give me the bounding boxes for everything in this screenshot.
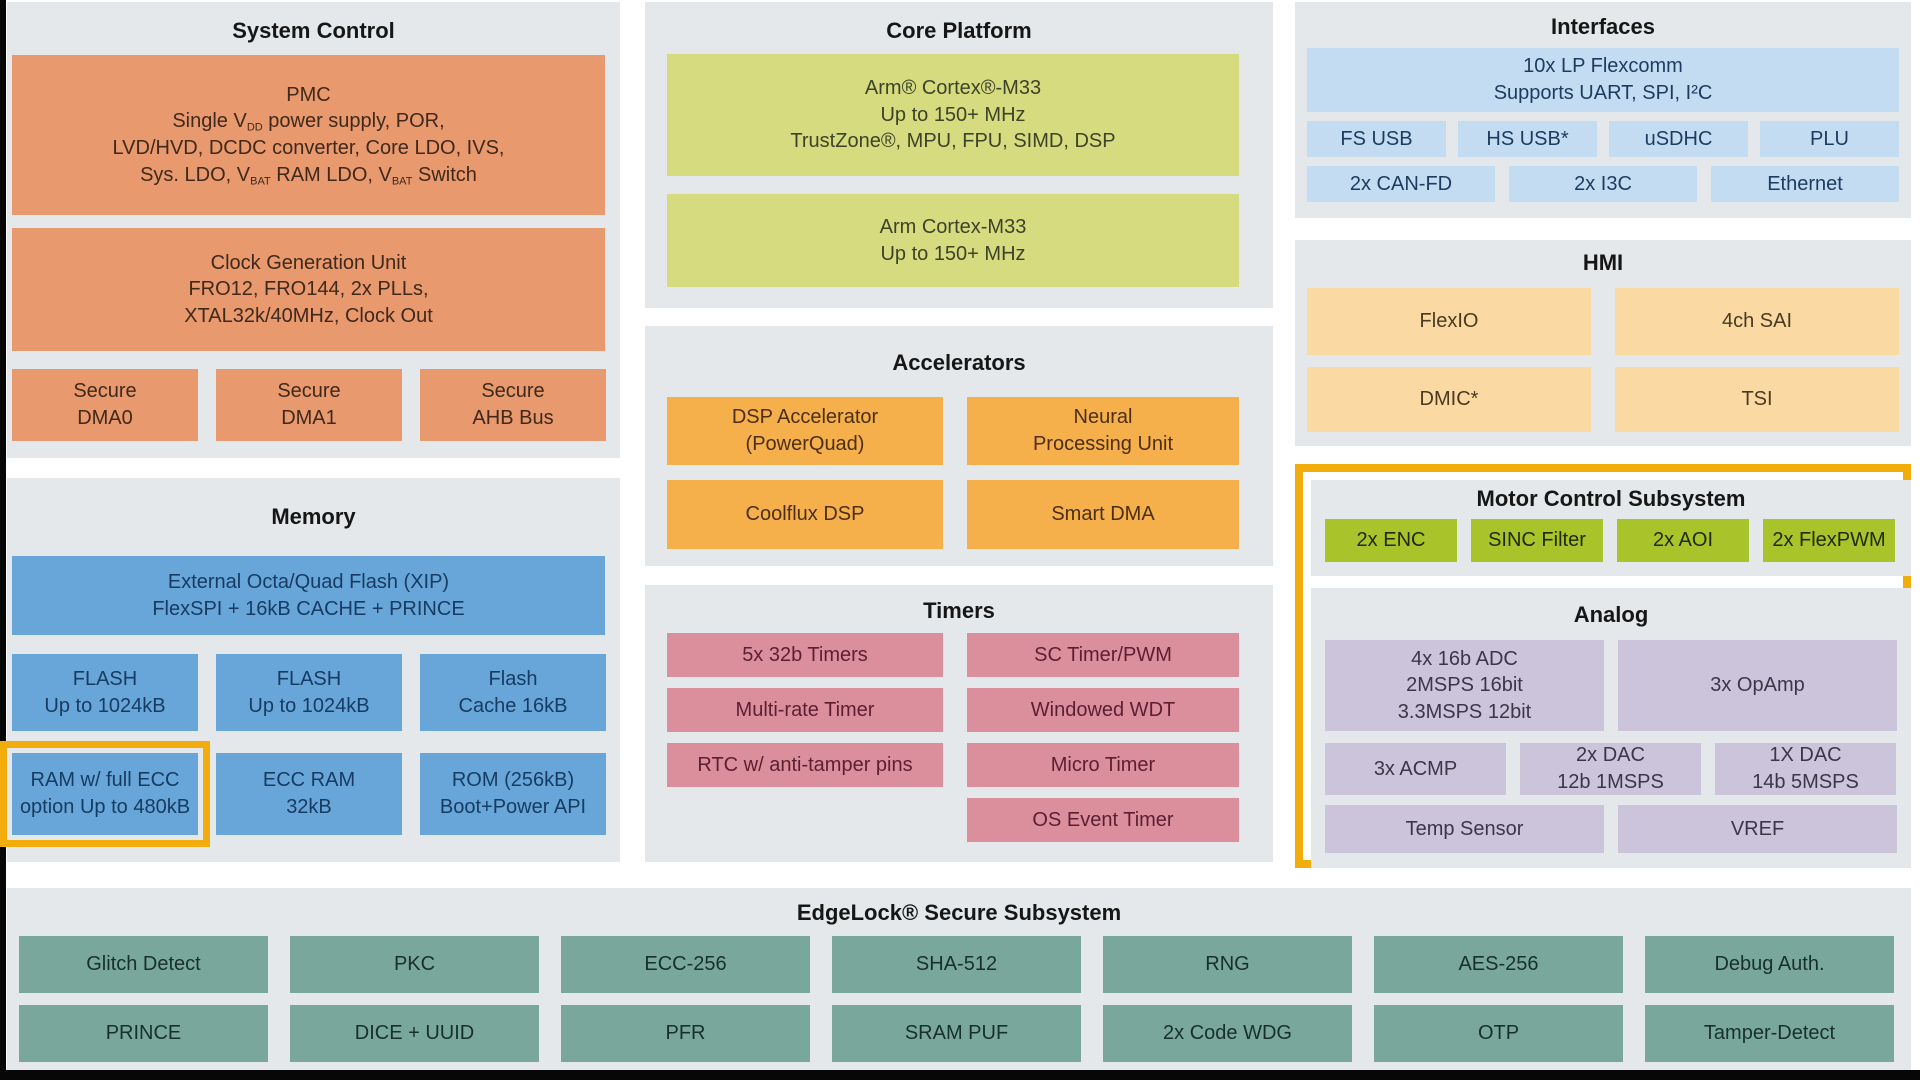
block-4ch-sai: 4ch SAI [1615,288,1899,355]
block-2x-dac: 2x DAC 12b 1MSPS [1520,743,1701,795]
block-cortex-m33-secondary: Arm Cortex-M33 Up to 150+ MHz [667,194,1239,287]
block-clock-generation-unit: Clock Generation Unit FRO12, FRO144, 2x … [12,228,605,351]
block-ecc-ram: ECC RAM 32kB [216,753,402,835]
block-neural-processing-unit: Neural Processing Unit [967,397,1239,465]
block-lp-flexcomm: 10x LP Flexcomm Supports UART, SPI, I²C [1307,48,1899,112]
block-otp: OTP [1374,1005,1623,1062]
bottom-frame-edge [0,1070,1920,1080]
block-ecc-256: ECC-256 [561,936,810,993]
block-2x-aoi: 2x AOI [1617,519,1749,562]
block-pfr: PFR [561,1005,810,1062]
block-can-fd: 2x CAN-FD [1307,166,1495,202]
block-rng: RNG [1103,936,1352,993]
section-title-analog: Analog [1573,602,1649,627]
block-smart-dma: Smart DMA [967,480,1239,549]
block-sc-timer-pwm: SC Timer/PWM [967,633,1239,677]
motor-control-analog-highlight-box: Motor Control Subsystem 2x ENC SINC Filt… [1295,464,1911,868]
block-multi-rate-timer: Multi-rate Timer [667,688,943,732]
block-windowed-wdt: Windowed WDT [967,688,1239,732]
block-cortex-m33-main: Arm® Cortex®-M33 Up to 150+ MHz TrustZon… [667,54,1239,176]
section-title-core-platform: Core Platform [886,18,1032,43]
section-title-hmi: HMI [1582,250,1624,275]
block-secure-dma0: Secure DMA0 [12,369,198,441]
block-dmic: DMIC* [1307,367,1591,432]
block-debug-auth: Debug Auth. [1645,936,1894,993]
section-title-system-control: System Control [232,18,395,43]
section-analog: Analog 4x 16b ADC 2MSPS 16bit 3.3MSPS 12… [1311,588,1911,868]
block-flexio: FlexIO [1307,288,1591,355]
section-title-edgelock: EdgeLock® Secure Subsystem [796,900,1122,925]
block-secure-ahb-bus: Secure AHB Bus [420,369,606,441]
block-secure-dma1: Secure DMA1 [216,369,402,441]
section-title-accelerators: Accelerators [892,350,1026,375]
block-rom: ROM (256kB) Boot+Power API [420,753,606,835]
section-edgelock-secure-subsystem: EdgeLock® Secure Subsystem Glitch Detect… [7,888,1911,1070]
block-plu: PLU [1760,121,1899,157]
section-interfaces: Interfaces 10x LP Flexcomm Supports UART… [1295,2,1911,218]
section-accelerators: Accelerators DSP Accelerator (PowerQuad)… [645,326,1273,566]
section-core-platform: Core Platform Arm® Cortex®-M33 Up to 150… [645,2,1273,308]
block-aes-256: AES-256 [1374,936,1623,993]
block-vref: VREF [1618,805,1897,853]
block-flash-2: FLASH Up to 1024kB [216,654,402,731]
block-flash-cache: Flash Cache 16kB [420,654,606,731]
block-flash-1: FLASH Up to 1024kB [12,654,198,731]
block-opamp: 3x OpAmp [1618,640,1897,731]
block-dice-uuid: DICE + UUID [290,1005,539,1062]
section-memory: Memory External Octa/Quad Flash (XIP) Fl… [0,478,620,862]
block-fs-usb: FS USB [1307,121,1446,157]
block-sinc-filter: SINC Filter [1471,519,1603,562]
block-external-flash: External Octa/Quad Flash (XIP) FlexSPI +… [12,556,605,635]
block-acmp: 3x ACMP [1325,743,1506,795]
section-timers: Timers 5x 32b Timers Multi-rate Timer RT… [645,585,1273,862]
section-title-memory: Memory [271,504,356,529]
block-32b-timers: 5x 32b Timers [667,633,943,677]
block-2x-code-wdg: 2x Code WDG [1103,1005,1352,1062]
block-2x-flexpwm: 2x FlexPWM [1763,519,1895,562]
section-title-timers: Timers [923,598,995,623]
block-ram-ecc-highlighted: RAM w/ full ECC option Up to 480kB [0,741,210,847]
block-rtc-anti-tamper: RTC w/ anti-tamper pins [667,743,943,787]
block-hs-usb: HS USB* [1458,121,1597,157]
block-prince: PRINCE [19,1005,268,1062]
block-pkc: PKC [290,936,539,993]
block-ethernet: Ethernet [1711,166,1899,202]
left-frame-edge [0,0,6,1080]
block-i3c: 2x I3C [1509,166,1697,202]
section-title-motor-control: Motor Control Subsystem [1476,486,1746,511]
block-usdhc: uSDHC [1609,121,1748,157]
section-title-interfaces: Interfaces [1551,14,1655,39]
block-tsi: TSI [1615,367,1899,432]
block-1x-dac: 1X DAC 14b 5MSPS [1715,743,1896,795]
block-tamper-detect: Tamper-Detect [1645,1005,1894,1062]
block-coolflux-dsp: Coolflux DSP [667,480,943,549]
block-os-event-timer: OS Event Timer [967,798,1239,842]
block-adc: 4x 16b ADC 2MSPS 16bit 3.3MSPS 12bit [1325,640,1604,731]
block-temp-sensor: Temp Sensor [1325,805,1604,853]
block-sha-512: SHA-512 [832,936,1081,993]
block-dsp-accelerator: DSP Accelerator (PowerQuad) [667,397,943,465]
section-motor-control-subsystem: Motor Control Subsystem 2x ENC SINC Filt… [1311,480,1911,576]
section-hmi: HMI FlexIO 4ch SAI DMIC* TSI [1295,240,1911,446]
block-micro-timer: Micro Timer [967,743,1239,787]
block-2x-enc: 2x ENC [1325,519,1457,562]
block-glitch-detect: Glitch Detect [19,936,268,993]
block-sram-puf: SRAM PUF [832,1005,1081,1062]
